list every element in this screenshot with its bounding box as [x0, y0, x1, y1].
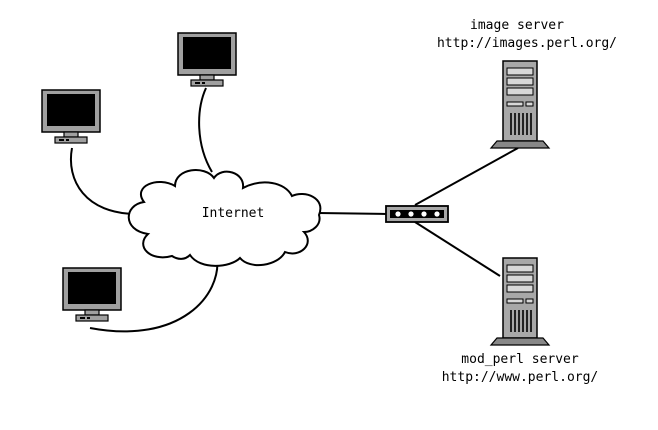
connections: [70, 87, 519, 333]
link-cloud-router: [317, 212, 389, 215]
monitor-icon: [177, 32, 237, 87]
modperl-server: mod_perl server http://www.perl.org/: [442, 257, 599, 385]
image-server-url: http://images.perl.org/: [437, 36, 617, 51]
link-router-modperl-server: [414, 221, 501, 277]
monitor-icon: [62, 267, 122, 322]
link-bottom-client: [89, 256, 219, 333]
link-router-image-server: [414, 147, 519, 206]
cloud-icon: [127, 169, 322, 267]
monitor-icon: [41, 89, 101, 144]
server-tower-icon: [490, 257, 550, 346]
router-icon: [385, 205, 449, 223]
image-server: image server http://images.perl.org/: [437, 18, 617, 149]
image-server-name: image server: [470, 18, 564, 33]
modperl-server-name: mod_perl server: [461, 352, 579, 367]
server-tower-icon: [490, 60, 550, 149]
modperl-server-url: http://www.perl.org/: [442, 370, 599, 385]
link-top-client: [198, 87, 213, 173]
cloud-label: Internet: [202, 206, 265, 221]
link-left-client: [70, 147, 138, 215]
